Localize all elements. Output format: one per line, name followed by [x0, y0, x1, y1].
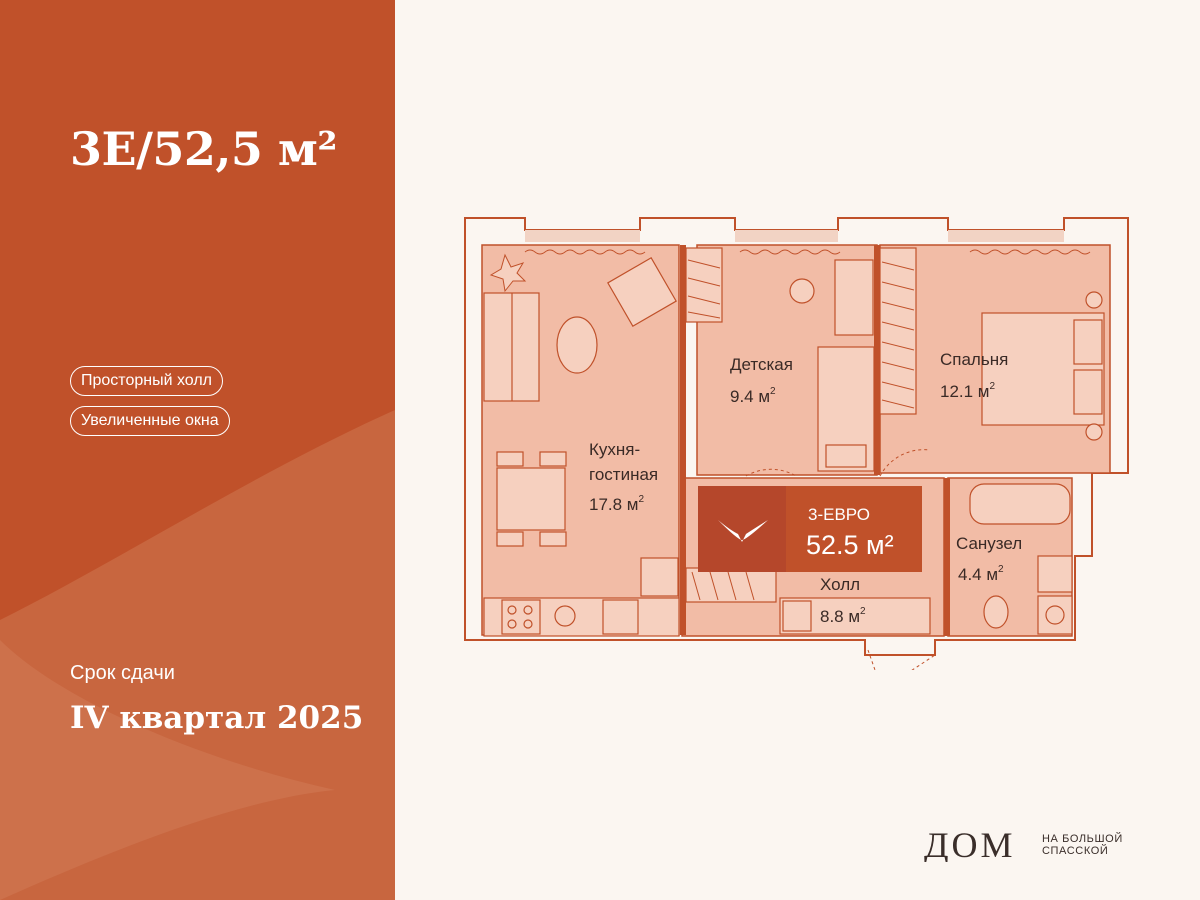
info-panel: 3E/52,5 м² Просторный холл Увеличенные о… — [0, 0, 395, 900]
room-area-bathroom: 4.4 м2 — [958, 564, 1004, 584]
logo-line-2: СПАССКОЙ — [1042, 845, 1109, 857]
badge-area: 52.5 м² — [806, 530, 894, 560]
outer-walls — [464, 217, 1129, 656]
feature-tag-hall: Просторный холл — [70, 366, 223, 396]
desk — [834, 259, 874, 336]
washbasin — [1037, 555, 1073, 593]
room-label-bedroom: Спальня — [940, 350, 1008, 369]
decorative-waves — [0, 410, 395, 900]
room-label-bathroom: Санузел — [956, 534, 1022, 553]
curtains — [524, 249, 1091, 255]
hall-wardrobe — [685, 567, 777, 603]
interior-walls — [680, 245, 950, 636]
room-area-bedroom: 12.1 м2 — [940, 381, 996, 401]
apartment-title: 3E/52,5 м² — [70, 122, 338, 176]
room-area-hall: 8.8 м2 — [820, 606, 866, 626]
delivery-label: Срок сдачи — [70, 662, 175, 684]
room-labels: Кухня- гостиная 17.8 м2 Детская 9.4 м2 С… — [589, 350, 1022, 626]
room-fills — [481, 244, 1111, 637]
feature-tag-windows: Увеличенные окна — [70, 406, 230, 436]
apartment-badge: 3-ЕВРО 52.5 м² — [698, 486, 922, 572]
dining-table — [496, 467, 566, 531]
room-label-kitchen-line1: Кухня- — [589, 440, 640, 459]
toilet — [983, 595, 1009, 629]
chair — [789, 278, 815, 304]
room-label-hall: Холл — [820, 575, 860, 594]
room-area-kitchen: 17.8 м2 — [589, 494, 645, 514]
bathtub — [969, 483, 1071, 525]
armchair — [607, 257, 677, 327]
room-label-kitchen-line2: гостиная — [589, 465, 658, 484]
delivery-value: IV квартал 2025 — [70, 700, 364, 736]
dom-logo-mark: ДОМ — [924, 828, 1016, 862]
logo-line-1: НА БОЛЬШОЙ — [1042, 833, 1123, 845]
svg-text:ДОМ: ДОМ — [924, 828, 1016, 862]
door-swings — [745, 449, 936, 670]
developer-logo: ДОМ НА БОЛЬШОЙ СПАССКОЙ — [924, 828, 1123, 862]
coffee-table — [556, 316, 598, 374]
badge-type: 3-ЕВРО — [808, 505, 870, 524]
floor-plan: 3-ЕВРО 52.5 м² Кухня- гостиная 17.8 м2 Д… — [464, 217, 1129, 670]
plant-icon — [489, 253, 527, 293]
room-label-children: Детская — [730, 355, 793, 374]
fridge — [640, 557, 679, 597]
furniture — [483, 247, 1105, 637]
room-area-children: 9.4 м2 — [730, 386, 776, 406]
windows — [525, 230, 1064, 242]
wardrobe-hatching — [687, 259, 915, 601]
